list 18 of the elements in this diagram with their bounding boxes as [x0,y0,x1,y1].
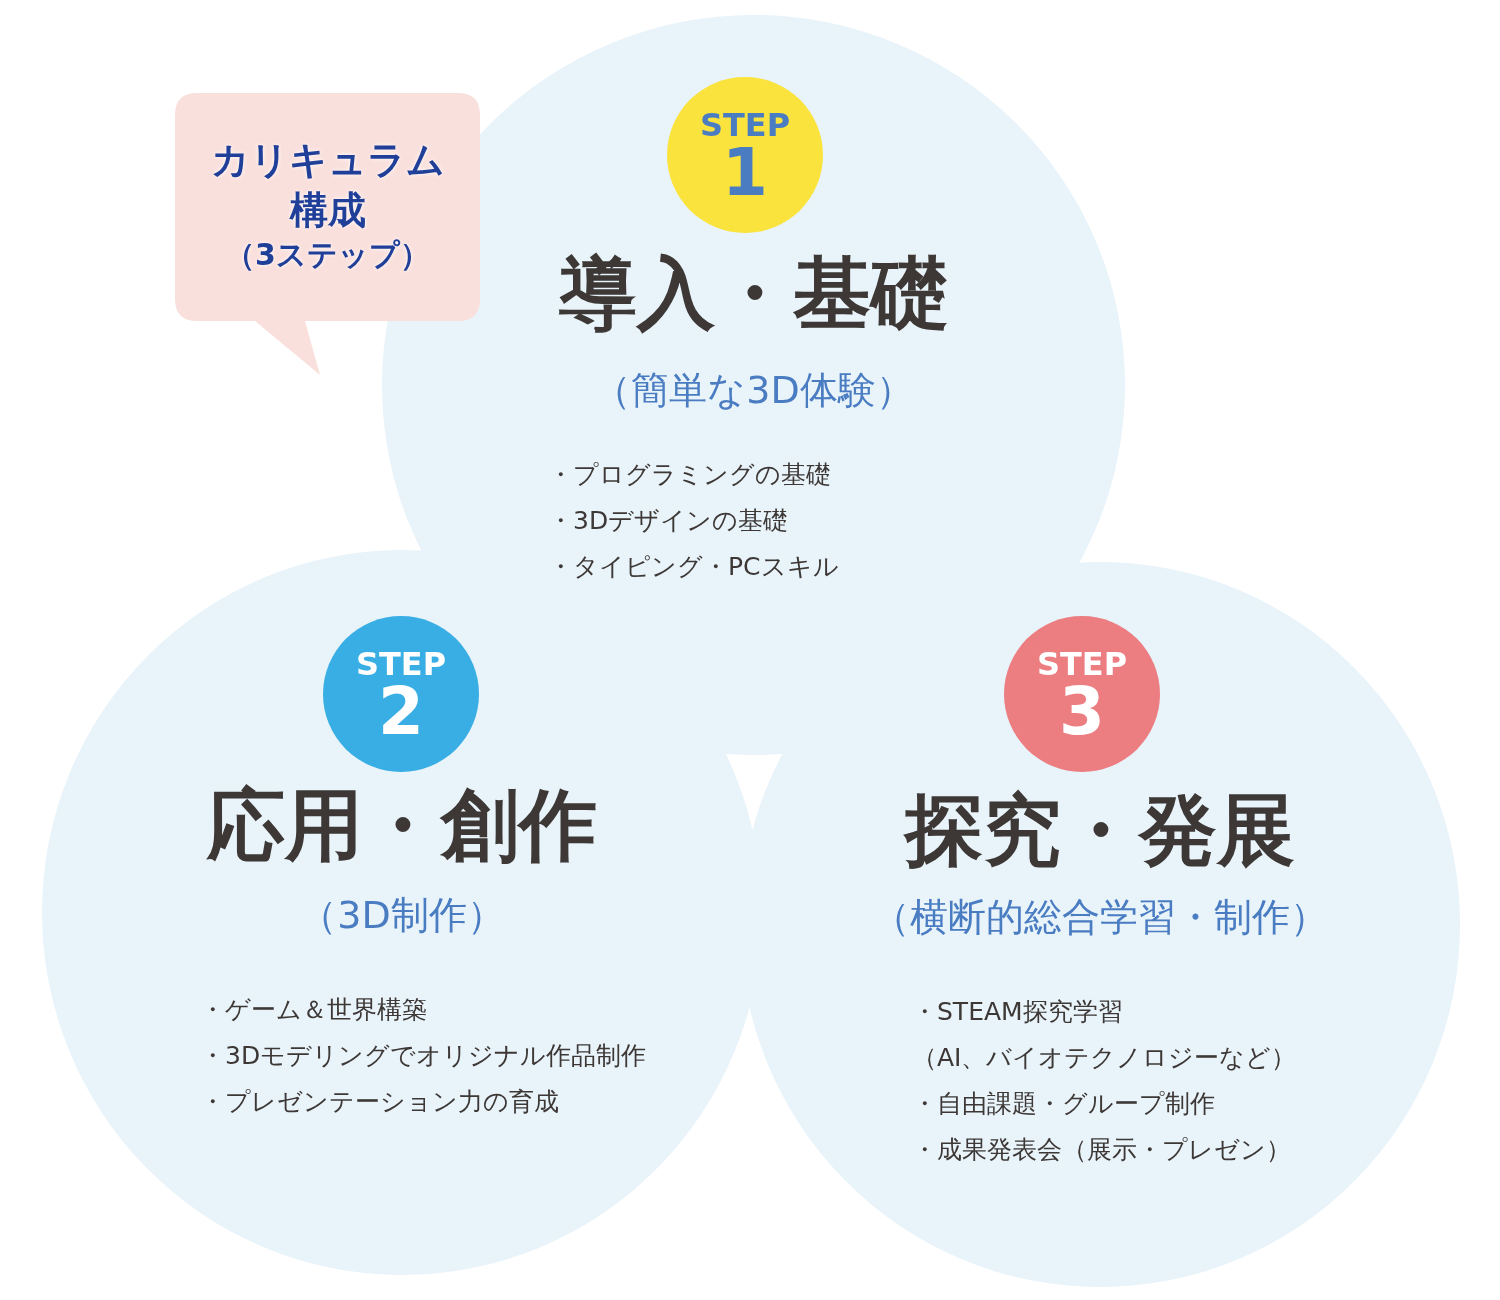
list-item: ・3Dデザインの基礎 [548,505,789,537]
bubble-heading: カリキュラム構成 [209,137,446,234]
list-item: ・自由課題・グループ制作 [912,1088,1215,1120]
list-item: ・プレゼンテーション力の育成 [200,1086,559,1118]
step-subtitle: （簡単な3D体験） [593,367,914,414]
bubble-subheading: （3ステップ） [225,236,430,274]
step-subtitle: （3D制作） [299,892,505,939]
step-title: 応用・創作 [207,779,597,872]
list-item: ・ゲーム＆世界構築 [200,994,427,1026]
list-item: ・タイピング・PCスキル [548,551,839,583]
list-item: ・3Dモデリングでオリジナル作品制作 [200,1040,647,1072]
step-title: 探究・発展 [905,784,1295,877]
list-item: （AI、バイオテクノロジーなど） [912,1042,1297,1074]
list-item: ・STEAM探究学習 [912,996,1123,1028]
list-item: ・成果発表会（展示・プレゼン） [912,1134,1291,1166]
step-subtitle: （横断的総合学習・制作） [872,894,1328,941]
list-item: ・プログラミングの基礎 [548,459,831,491]
step-title: 導入・基礎 [558,247,949,340]
